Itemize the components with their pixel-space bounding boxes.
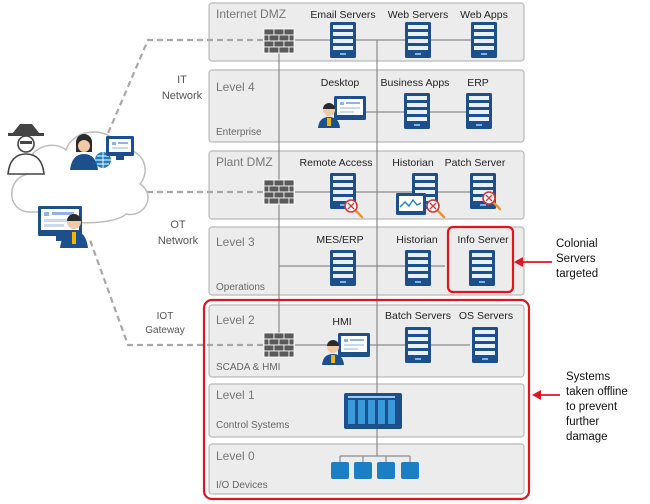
io-device-icon <box>331 462 349 479</box>
iot-gateway-label: Gateway <box>145 325 184 336</box>
level-subtitle: Enterprise <box>216 127 262 138</box>
info-server-label: Info Server <box>457 234 509 246</box>
level-title: Level 1 <box>216 388 255 402</box>
io-devices <box>331 462 419 479</box>
historian-dmz-label: Historian <box>392 157 434 169</box>
annotation-text: taken offline <box>566 386 628 398</box>
erp-label: ERP <box>467 77 489 89</box>
firewall-icon <box>263 28 295 54</box>
annotation-text: Colonial <box>556 238 598 250</box>
level-title: Plant DMZ <box>216 155 273 169</box>
server-icon <box>471 22 497 58</box>
info-server-highlight <box>446 225 515 294</box>
os-servers-label: OS Servers <box>459 310 513 322</box>
historian-l3-label: Historian <box>396 234 438 246</box>
level-subtitle: SCADA & HMI <box>216 362 280 373</box>
annotation-text: to prevent <box>566 401 618 413</box>
desktop-label: Desktop <box>321 77 360 89</box>
level-subtitle: Operations <box>216 282 265 293</box>
annotation-text: Systems <box>566 371 610 383</box>
ot-network-label: Network <box>158 235 199 247</box>
colonial-annotation: Colonial Servers targeted <box>514 238 598 280</box>
level-title: Level 0 <box>216 449 255 463</box>
io-device-icon <box>377 462 395 479</box>
server-icon <box>330 250 356 286</box>
io-device-icon <box>354 462 372 479</box>
hmi-label: HMI <box>332 316 351 328</box>
web-servers-label: Web Servers <box>388 9 449 21</box>
annotation-text: damage <box>566 431 608 443</box>
level-title: Internet DMZ <box>216 7 286 21</box>
level-3: Level 3 Operations <box>208 226 525 296</box>
server-icon <box>405 327 431 363</box>
level-subtitle: I/O Devices <box>216 480 268 491</box>
level-title: Level 2 <box>216 313 255 327</box>
remote-access-label: Remote Access <box>300 157 373 169</box>
level-title: Level 3 <box>216 235 255 249</box>
it-network-label: Network <box>162 90 203 102</box>
annotation-text: targeted <box>556 268 598 280</box>
iot-gateway-label: IOT <box>157 311 174 322</box>
hacker-icon <box>7 124 45 175</box>
business-apps-label: Business Apps <box>381 77 450 89</box>
level-4: Level 4 Enterprise <box>208 69 525 143</box>
annotation-text: Servers <box>556 253 596 265</box>
server-icon <box>404 93 430 129</box>
server-icon <box>405 22 431 58</box>
email-servers-label: Email Servers <box>310 9 375 21</box>
offline-systems-highlight <box>202 298 531 501</box>
it-network-label: IT <box>177 74 187 86</box>
ot-engineer-icon <box>38 206 88 248</box>
level-subtitle: Control Systems <box>216 420 289 431</box>
firewall-icon <box>263 332 295 358</box>
server-icon <box>466 93 492 129</box>
annotation-text: further <box>566 416 599 428</box>
io-device-icon <box>401 462 419 479</box>
mes-erp-label: MES/ERP <box>316 234 363 246</box>
remote-workstation-icon <box>106 136 134 160</box>
firewall-icon <box>263 179 295 205</box>
patch-server-label: Patch Server <box>445 157 506 169</box>
batch-servers-label: Batch Servers <box>385 310 451 322</box>
server-icon <box>405 250 431 286</box>
server-icon <box>330 22 356 58</box>
trend-monitor-icon <box>396 193 426 215</box>
controller-rack-icon <box>344 393 402 429</box>
level-title: Level 4 <box>216 80 255 94</box>
web-apps-label: Web Apps <box>460 9 508 21</box>
offline-annotation: Systems taken offline to prevent further… <box>532 371 628 443</box>
server-icon <box>469 250 495 286</box>
remote-user-icon <box>70 134 111 170</box>
server-icon <box>472 327 498 363</box>
ot-network-label: OT <box>170 219 186 231</box>
